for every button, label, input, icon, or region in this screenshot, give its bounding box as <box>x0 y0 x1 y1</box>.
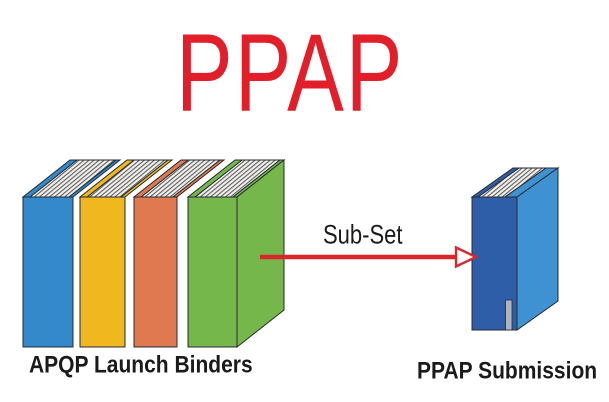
binder-spine <box>133 196 178 348</box>
binder-yellow <box>78 159 174 348</box>
binder-orange <box>132 159 226 348</box>
apqp-binder-group <box>21 158 286 349</box>
arrow-head <box>454 245 479 269</box>
binder-page-edge <box>505 299 513 331</box>
binder-spine <box>187 196 238 348</box>
subset-arrow-label: Sub-Set <box>323 219 403 250</box>
binder-blue <box>21 159 122 348</box>
binder-green <box>186 158 286 349</box>
apqp-binders-label: APQP Launch Binders <box>29 351 253 379</box>
subset-arrow <box>260 245 479 269</box>
binder-spine <box>22 196 74 348</box>
ppap-submission-label: PPAP Submission <box>417 357 598 385</box>
ppap-binder <box>470 167 560 331</box>
page-title: PPAP <box>176 11 405 135</box>
binder-spine <box>79 196 126 348</box>
binder-side-face <box>516 167 559 331</box>
